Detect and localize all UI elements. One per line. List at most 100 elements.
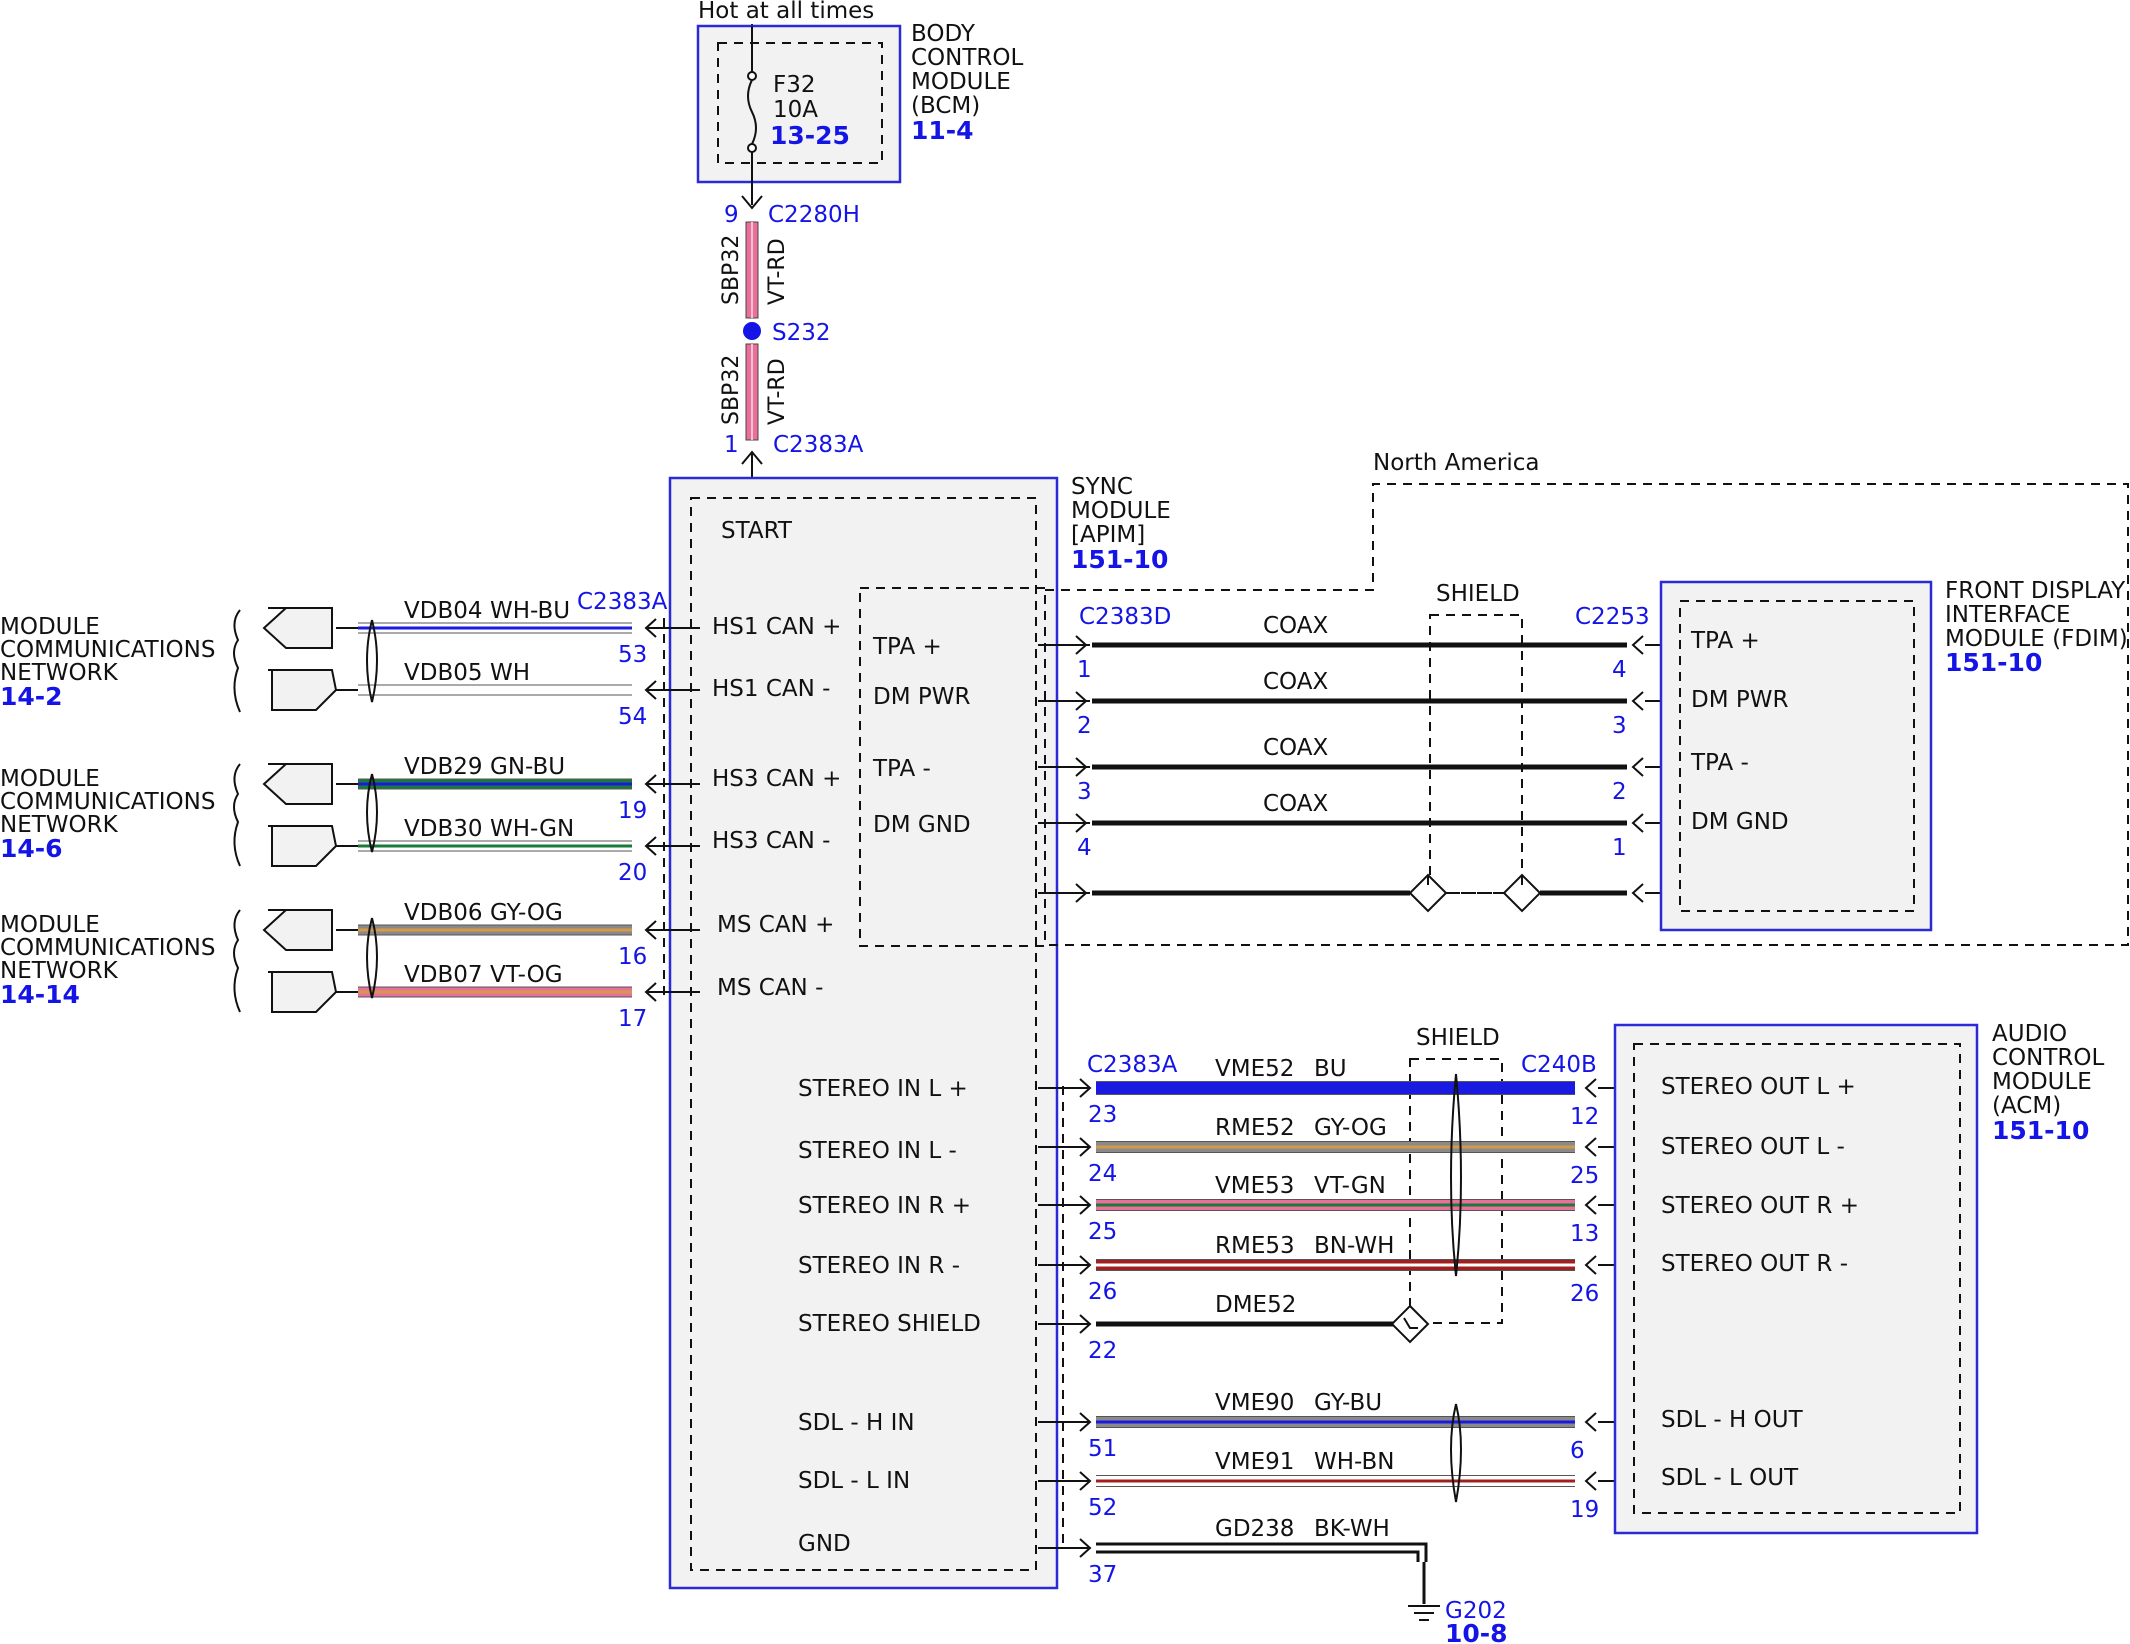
ground-name: G202	[1445, 1598, 1507, 1624]
acm-module: STEREO OUT L + STEREO OUT L - STEREO OUT…	[1613, 1021, 2105, 1535]
bcm-title-line-3: MODULE	[911, 69, 1011, 95]
coax-fdim-pin: 1	[1612, 835, 1627, 861]
acm-title-line-1: AUDIO	[1992, 1021, 2067, 1047]
audio-circuit-label: RME52	[1215, 1115, 1295, 1141]
acm-inner-box	[1633, 1043, 1961, 1514]
audio-sync-pin: 22	[1088, 1338, 1117, 1364]
fdim-title-line-2: INTERFACE	[1945, 602, 2071, 628]
acm-pin-sdl-h-out: SDL - H OUT	[1661, 1407, 1804, 1433]
can-pin-number: 17	[618, 1006, 647, 1032]
can-circuit-label: VDB05	[404, 660, 483, 686]
coax-label: COAX	[1263, 735, 1328, 761]
audio-wire-band	[1096, 1199, 1575, 1211]
audio-wire-band	[1096, 1141, 1575, 1153]
sync-start-label: START	[721, 518, 793, 544]
acm-pin-stereo-out-l-minus: STEREO OUT L -	[1661, 1134, 1845, 1160]
audio-wire-band	[1096, 1259, 1575, 1271]
audio-acm-pin: 26	[1570, 1281, 1599, 1307]
network-1-line-3: NETWORK	[0, 660, 119, 686]
coax-sync-arrow	[1075, 813, 1088, 833]
feed-color-lower: VT-RD	[765, 358, 790, 425]
can-connector-label: C2383A	[577, 589, 668, 615]
network-connector-icon	[268, 971, 338, 1013]
acm-sync-connector-label: C2383A	[1087, 1052, 1178, 1078]
hot-at-all-times-note: Hot at all times	[698, 0, 874, 24]
sync-pin-tpa-minus: TPA -	[872, 756, 931, 782]
acm-pin-stereo-out-l-plus: STEREO OUT L +	[1661, 1074, 1856, 1100]
network-1-line-2: COMMUNICATIONS	[0, 637, 215, 663]
network-connector-icon	[268, 825, 338, 867]
can-color-label: WH-GN	[490, 816, 574, 842]
coax-sync-arrow	[1075, 691, 1088, 711]
can-pin-number: 16	[618, 944, 647, 970]
fdim-module: TPA + DM PWR TPA - DM GND FRONT DISPLAY …	[1659, 578, 2128, 932]
network-2-line-3: NETWORK	[0, 812, 119, 838]
audio-color-label: GY-BU	[1314, 1390, 1382, 1416]
audio-sync-pin: 37	[1088, 1562, 1117, 1588]
coax-fdim-pin: 4	[1612, 657, 1627, 683]
fuse-ref: 13-25	[770, 121, 850, 150]
sync-pin-ms-can-plus: MS CAN +	[717, 912, 834, 938]
fdim-title-line-3: MODULE (FDIM)	[1945, 626, 2128, 652]
sync-pin-stereo-in-l-minus: STEREO IN L -	[798, 1138, 957, 1164]
coax-fdim-pin: 3	[1612, 713, 1627, 739]
shield-terminal-icon	[1408, 873, 1448, 913]
coax-fdim-arrow	[1631, 757, 1644, 777]
network-3-line-2: COMMUNICATIONS	[0, 935, 215, 961]
audio-sync-pin: 51	[1088, 1436, 1117, 1462]
coax-sync-pin: 3	[1077, 779, 1092, 805]
fdim-inner-box	[1679, 600, 1915, 912]
network-1-ref: 14-2	[0, 682, 63, 711]
audio-color-label: WH-BN	[1314, 1449, 1395, 1475]
feed-connector-top: C2280H	[768, 202, 860, 228]
feed-pin-bottom: 1	[724, 432, 739, 458]
bcm-title-line-1: BODY	[911, 21, 976, 47]
sync-title-line-3: [APIM]	[1071, 522, 1145, 548]
network-3-line-1: MODULE	[0, 912, 100, 938]
feed-circuit-upper: SBP32	[719, 235, 744, 305]
audio-acm-arrow	[1584, 1195, 1597, 1215]
can-pin-number: 53	[618, 642, 647, 668]
audio-sync-arrow	[1079, 1471, 1092, 1491]
audio-acm-arrow	[1584, 1471, 1597, 1491]
north-america-dashed-box	[1045, 483, 2129, 946]
network-callout-3: MODULE COMMUNICATIONS NETWORK 14-14	[0, 912, 215, 1009]
fdim-title-line-1: FRONT DISPLAY	[1945, 578, 2126, 604]
fdim-sync-connector-label: C2383D	[1079, 604, 1171, 630]
bcm-inner-box	[717, 42, 883, 164]
can-wire-band	[358, 684, 632, 696]
bcm-title-line-4: (BCM)	[911, 93, 980, 119]
fuse-icon	[747, 79, 757, 145]
fuse-rating: 10A	[773, 97, 818, 123]
sync-pin-gnd: GND	[798, 1531, 851, 1557]
coax-label: COAX	[1263, 669, 1328, 695]
can-pin-number: 54	[618, 704, 647, 730]
network-brace-1	[233, 609, 241, 713]
can-wire-band	[358, 778, 632, 790]
acm-title-line-3: MODULE	[1992, 1069, 2092, 1095]
ground-wire-outer	[1096, 1542, 1428, 1562]
audio-circuit-label: VME53	[1215, 1173, 1294, 1199]
north-america-label: North America	[1373, 450, 1540, 476]
audio-sync-arrow	[1079, 1137, 1092, 1157]
network-3-ref: 14-14	[0, 980, 80, 1009]
can-pin-number: 20	[618, 860, 647, 886]
audio-sync-pin: 23	[1088, 1102, 1117, 1128]
sync-pin-hs1-can-plus: HS1 CAN +	[712, 614, 841, 640]
coax-shield-fdim-arrow	[1631, 883, 1644, 903]
sync-outline	[668, 476, 1059, 1590]
audio-acm-arrow	[1584, 1412, 1597, 1432]
coax-sync-arrow	[1075, 635, 1088, 655]
ground-ref: 10-8	[1445, 1619, 1508, 1644]
coax-fdim-arrow	[1631, 635, 1644, 655]
network-2-line-2: COMMUNICATIONS	[0, 789, 215, 815]
